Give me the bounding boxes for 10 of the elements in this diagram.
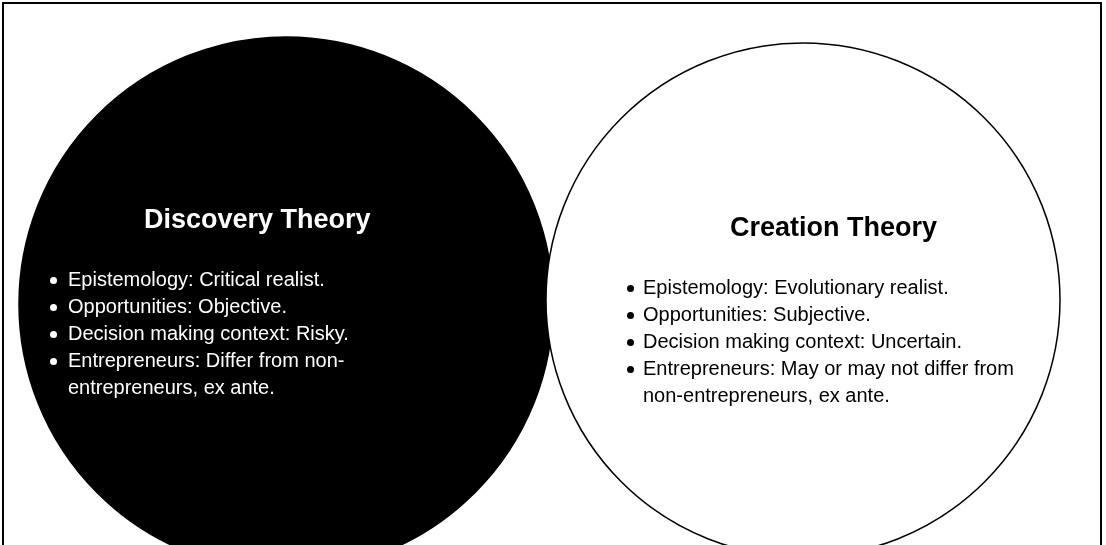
bullet-text: Epistemology: Critical realist.: [68, 267, 326, 292]
circle-title: Discovery Theory: [144, 204, 371, 235]
bullet-text: Opportunities: Objective.: [68, 294, 288, 319]
bullet-text: Entrepreneurs: May or may not differ from non-entrepreneurs, ex ante.: [643, 356, 1015, 408]
bullet-text: Epistemology: Evolutionary realist.: [643, 275, 950, 300]
bullet-text: Entrepreneurs: Differ from non-entrepreneurs, ex ante.: [68, 348, 346, 400]
bullet-text: Decision making context: Uncertain.: [643, 329, 964, 354]
circle-title: Creation Theory: [730, 212, 938, 243]
bullet-text: Decision making context: Risky.: [68, 321, 350, 346]
bullet-text: Opportunities: Subjective.: [643, 302, 872, 327]
